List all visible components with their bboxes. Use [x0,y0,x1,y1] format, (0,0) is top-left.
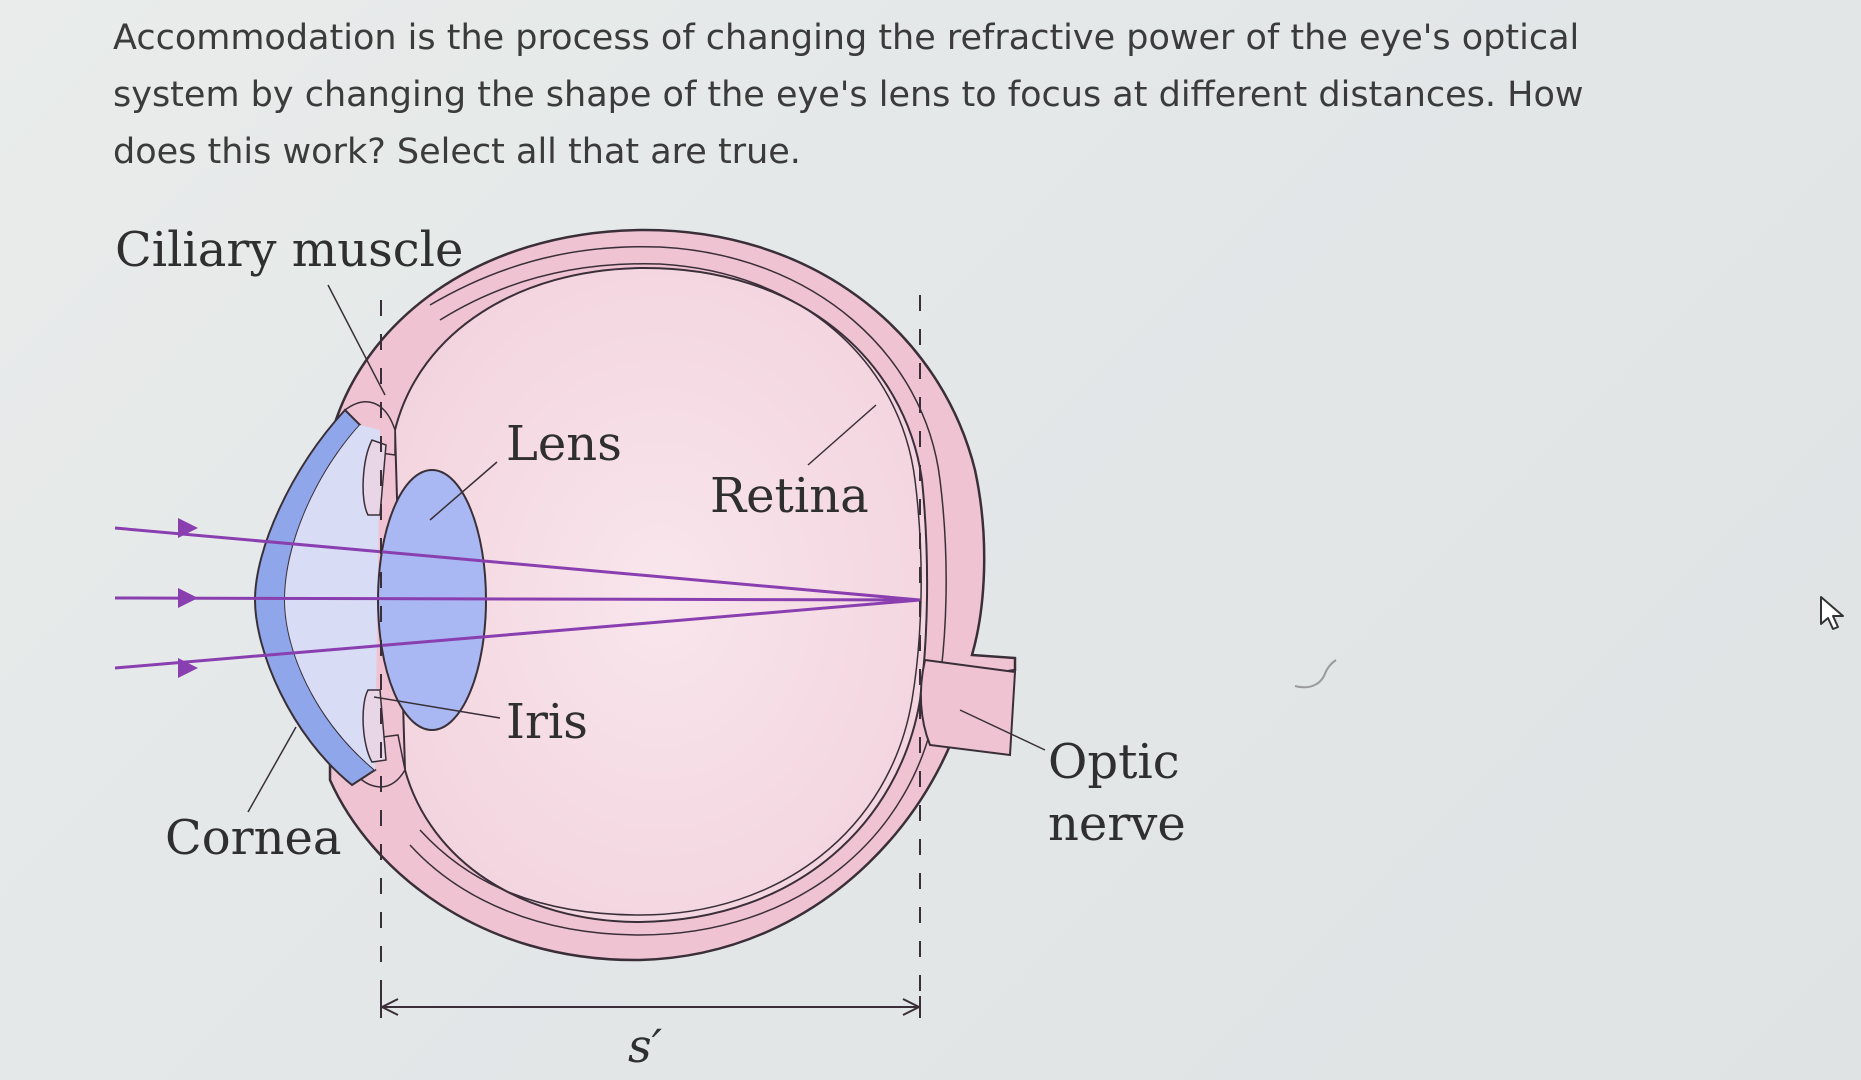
ray-arrow-top [178,518,198,538]
label-cornea: Cornea [165,810,342,866]
stray-pen-mark [1294,659,1337,689]
light-rays [114,518,921,678]
retina-leader [807,404,877,466]
ciliary-leader [327,284,386,396]
label-retina: Retina [710,468,869,524]
dimension-arrow [379,996,922,1018]
label-nerve: nerve [1048,796,1186,852]
leader-lines [247,284,1046,813]
vitreous-body [393,266,929,924]
question-text: Accommodation is the process of changing… [113,18,1584,172]
ray-middle [114,596,921,602]
ray-arrow-bottom [178,658,198,678]
mouse-cursor-icon [1820,596,1844,630]
iris-leader [373,696,501,719]
label-ciliary-muscle: Ciliary muscle [115,222,463,278]
lens-leader [429,461,498,521]
dimension-guides [380,295,921,1010]
ray-top [114,526,921,602]
optic-nerve-shape [919,658,1017,757]
cornea-leader [247,726,297,813]
optic-leader [959,709,1046,751]
ray-arrow-middle [178,588,198,608]
label-lens: Lens [506,416,622,472]
choroid-layer [409,245,947,936]
label-optic: Optic [1048,734,1180,790]
label-distance: s′ [628,1019,663,1073]
ray-bottom [114,598,921,670]
iris-upper [362,439,387,516]
label-iris: Iris [506,694,588,750]
